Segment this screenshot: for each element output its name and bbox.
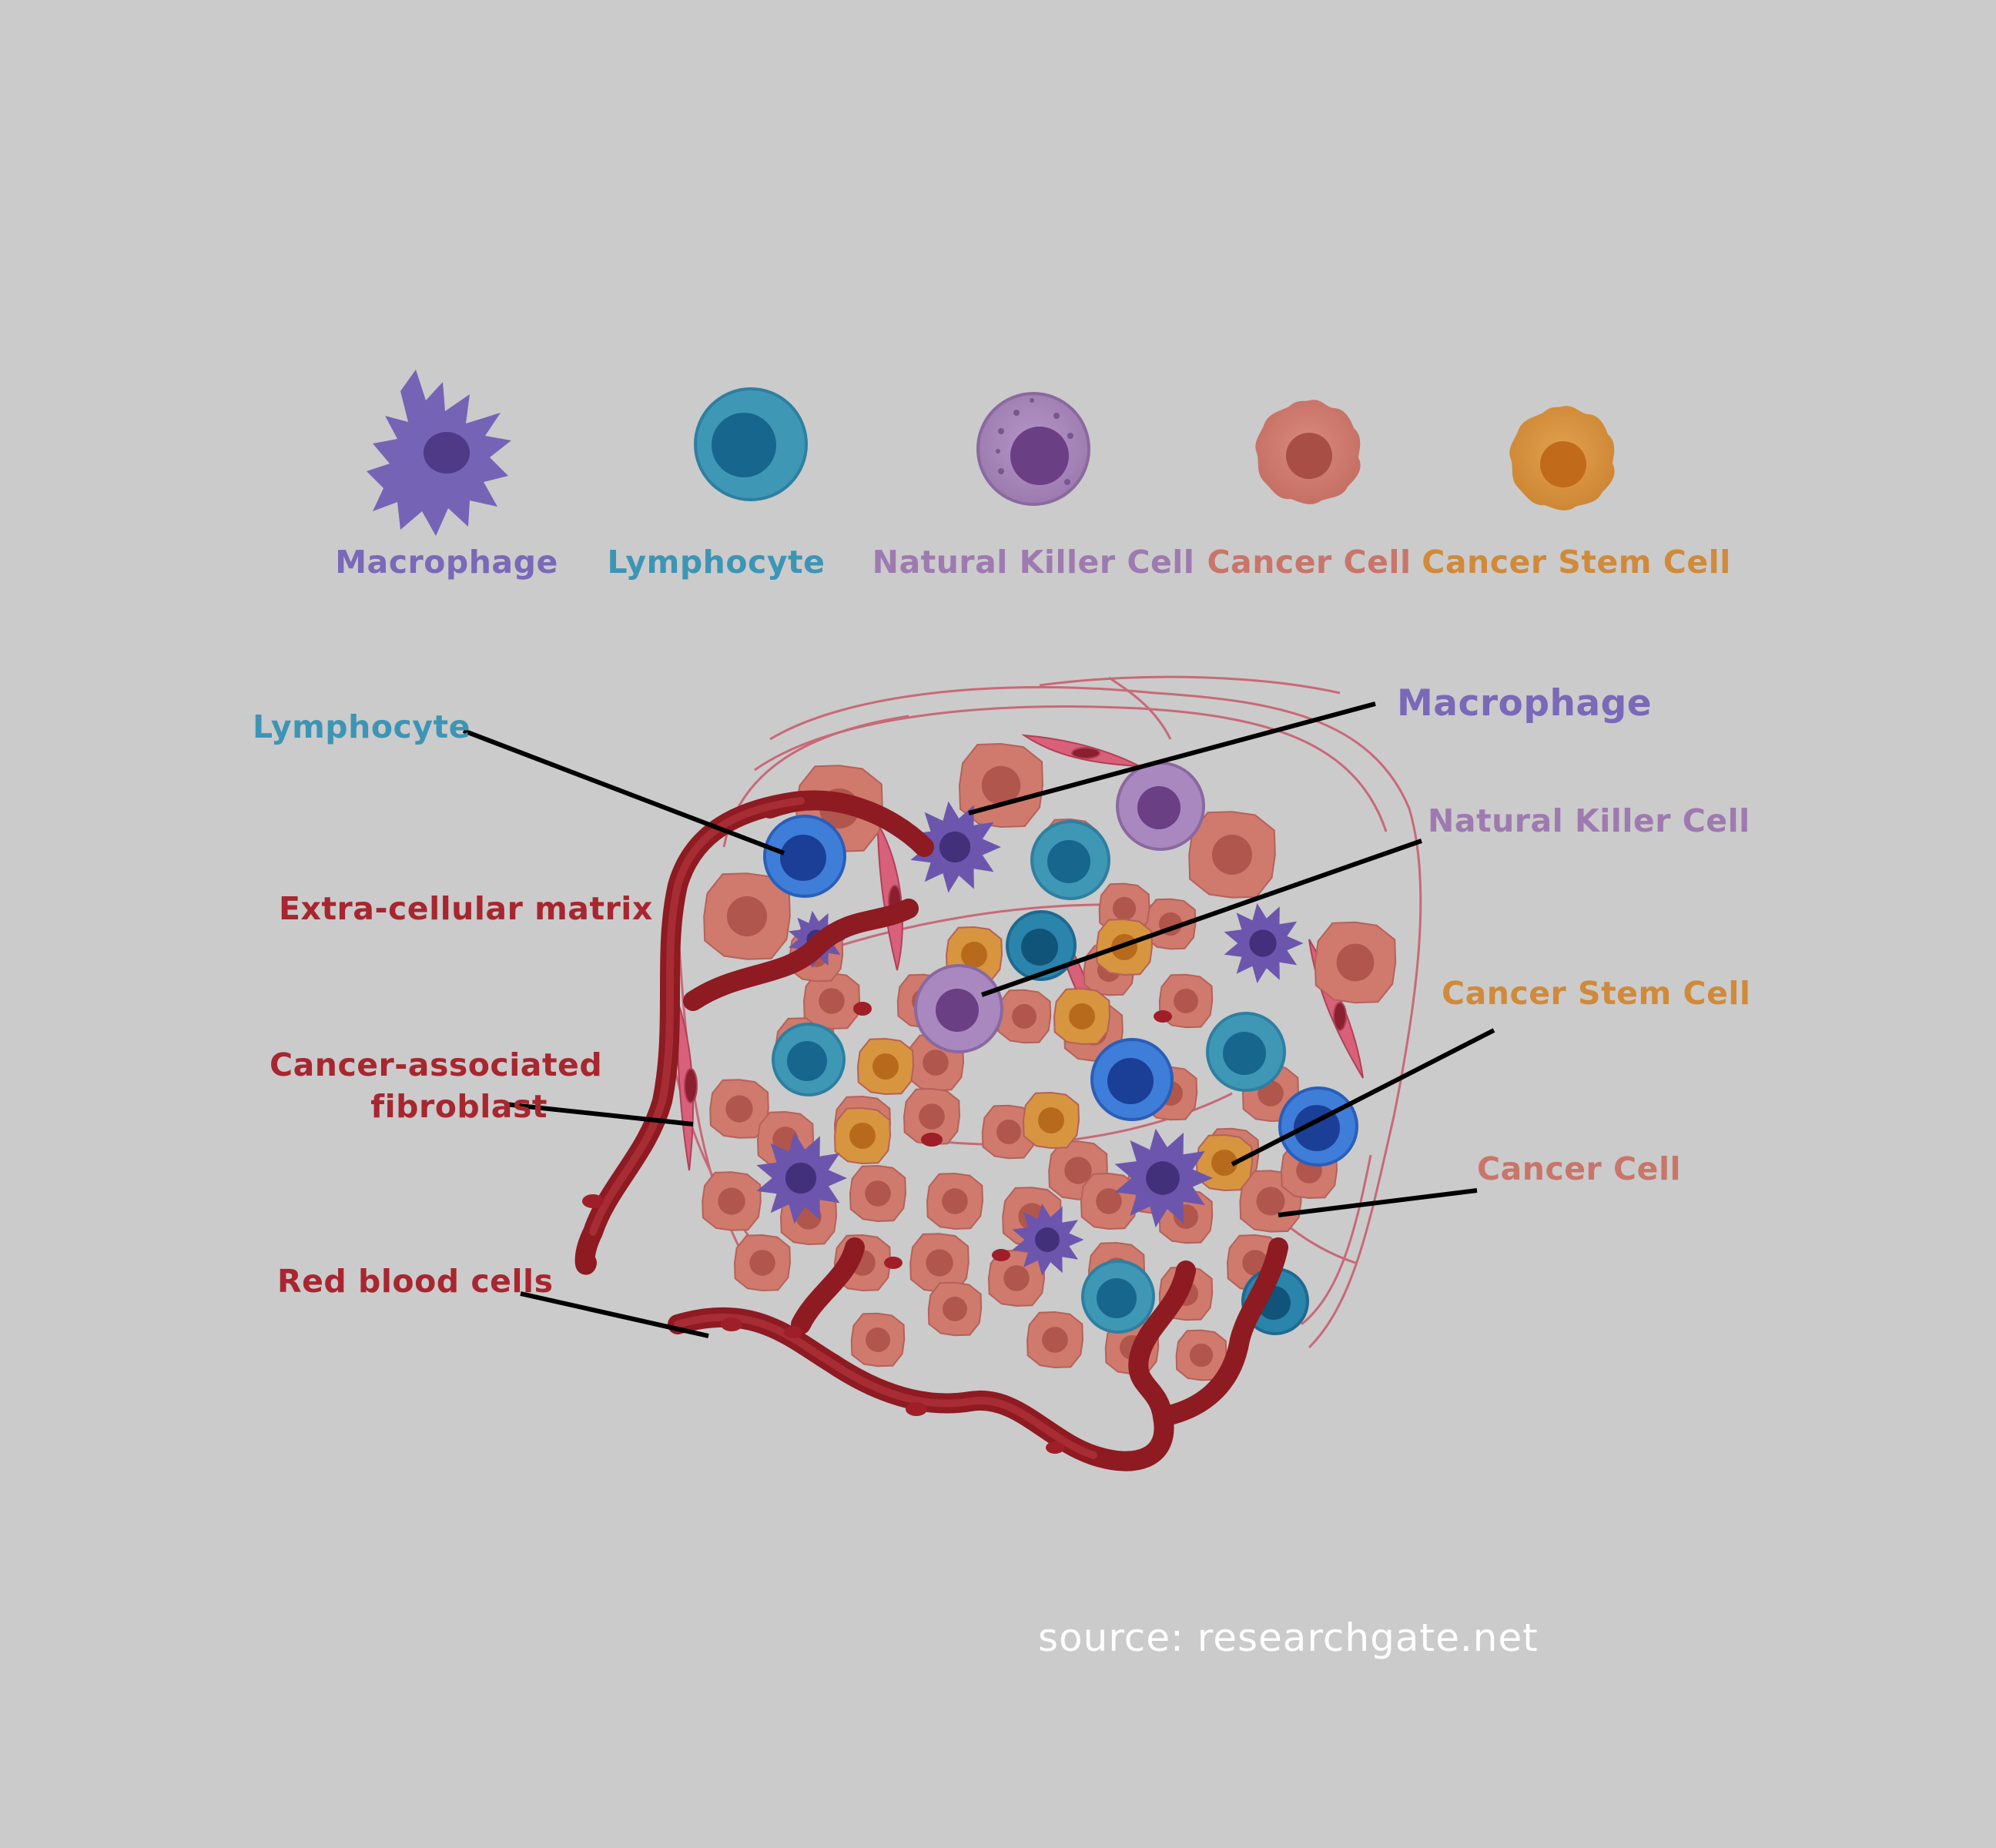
leader-stem-cell (1231, 1028, 1495, 1167)
source-caption: source: researchgate.net (1038, 1615, 1539, 1660)
callout-caf-line1: Cancer-associated (270, 1046, 603, 1083)
legend-label-nk-cell: Natural Killer Cell (872, 544, 1195, 581)
callout-cancer-cell: Cancer Cell (1477, 1150, 1682, 1187)
callout-macrophage: Macrophage (1397, 682, 1653, 725)
callout-cancer-stem-cell: Cancer Stem Cell (1442, 975, 1751, 1012)
leader-rbc (520, 1291, 709, 1338)
leader-caf (504, 1102, 694, 1127)
macrophage-icon (367, 370, 511, 536)
callout-caf-line2: fibroblast (370, 1088, 548, 1125)
cancer-stem-cell-icon (1509, 406, 1615, 511)
leader-lymphocyte (462, 728, 785, 855)
red-blood-cells (582, 1002, 1172, 1454)
callout-nk-cell: Natural Killer Cell (1428, 802, 1750, 839)
callout-red-blood-cells: Red blood cells (277, 1263, 554, 1300)
leader-lines (462, 701, 1495, 1338)
callout-cancer-associated-fibroblast: Cancer-associated fibroblast (270, 1044, 602, 1127)
blood-vessels (574, 790, 1288, 1471)
leader-macrophage (968, 701, 1376, 815)
cancer-cell-icon (1255, 400, 1361, 504)
legend-label-macrophage: Macrophage (335, 544, 558, 581)
nk-cell-icon (976, 392, 1090, 506)
callout-lymphocyte: Lymphocyte (253, 708, 471, 745)
legend-label-cancer-stem-cell: Cancer Stem Cell (1422, 544, 1731, 581)
lymphocyte-icon (694, 387, 808, 501)
cluster-cells (702, 742, 1397, 1381)
legend-label-cancer-cell: Cancer Cell (1207, 544, 1412, 581)
legend-icons (367, 370, 1615, 536)
legend-label-lymphocyte: Lymphocyte (607, 544, 826, 581)
callout-extracellular-matrix: Extra-cellular matrix (279, 890, 653, 927)
leader-nk-cell (981, 839, 1422, 997)
leader-cancer-cell (1278, 1188, 1478, 1217)
